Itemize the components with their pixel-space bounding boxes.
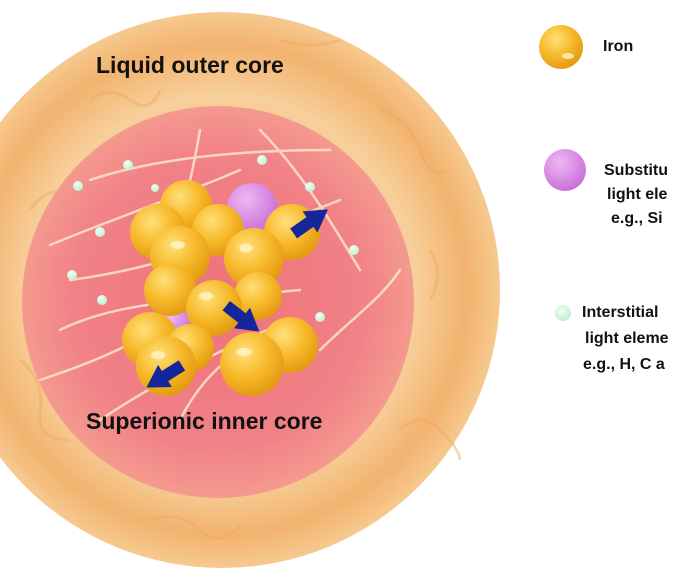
interstitial-particle	[257, 155, 267, 165]
interstitial-particle	[349, 245, 359, 255]
legend-symbols	[539, 25, 586, 321]
interstitial-particle	[97, 295, 107, 305]
legend-substitutional-line1: Substitu	[604, 162, 668, 179]
interstitial-particle	[315, 312, 325, 322]
arrow-icon	[222, 300, 260, 332]
iron-highlights	[151, 241, 253, 359]
legend-substitutional-line2: light ele	[607, 186, 668, 203]
arrow-icon	[146, 360, 186, 388]
outer-core-label: Liquid outer core	[96, 52, 284, 78]
iron-atom	[220, 332, 284, 396]
legend-substitutional-swatch	[544, 149, 586, 191]
legend-interstitial-swatch	[555, 305, 571, 321]
legend-interstitial-line3: e.g., H, C a	[583, 356, 665, 373]
motion-arrows	[146, 209, 329, 388]
interstitial-particle	[123, 160, 133, 170]
legend-interstitial-line1: Interstitial	[582, 304, 659, 321]
iron-atom	[224, 228, 284, 288]
interstitial-particle	[67, 270, 77, 280]
legend-iron-swatch	[539, 25, 583, 69]
legend-interstitial-line2: light eleme	[585, 330, 669, 347]
interstitial-particle	[95, 227, 105, 237]
interstitial-particle	[73, 181, 83, 191]
iron-atom	[144, 264, 196, 316]
arrow-icon	[290, 209, 329, 239]
interstitial-particle	[151, 184, 159, 192]
legend-iron-label: Iron	[603, 38, 634, 55]
legend-substitutional-line3: e.g., Si	[611, 210, 663, 227]
interstitial-particle	[305, 182, 315, 192]
inner-core-label: Superionic inner core	[86, 408, 323, 434]
iron-atom	[234, 272, 282, 320]
iron-cluster	[122, 180, 320, 396]
